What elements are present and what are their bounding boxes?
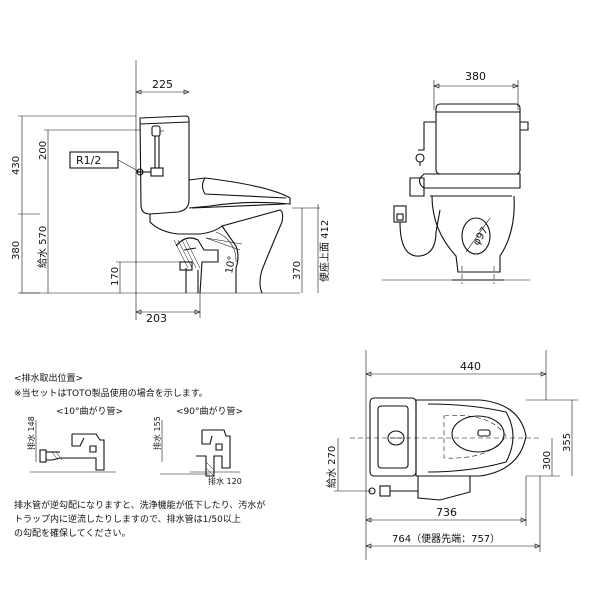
dim-front-width: 380 <box>465 70 486 83</box>
drain-section-subtitle: ※当セットはTOTO製品使用の場合を示します。 <box>14 387 208 399</box>
dim-supply-570: 給水 570 <box>36 226 49 268</box>
dim-plan-764: 764（便器先端：757） <box>392 532 500 545</box>
dim-203: 203 <box>146 312 167 325</box>
dim-170: 170 <box>110 267 121 286</box>
drain-note-line-1: 排水管が逆勾配になりますと、洗浄機能が低下したり、汚水が <box>14 499 265 511</box>
dim-430: 430 <box>11 156 22 175</box>
drain-note-line-3: の勾配を確保してください。 <box>14 527 130 539</box>
drain-155-label: 排水 155 <box>152 416 162 450</box>
drain-hatch <box>173 239 201 269</box>
dim-300: 300 <box>542 451 553 470</box>
plan-view: 440 給水 270 300 355 736 <box>325 350 578 560</box>
bend-10-label: <10°曲がり管> <box>56 405 123 417</box>
drain-note-line-2: トラップ内に逆流したりしますので、排水管は1/50以上 <box>14 513 241 525</box>
dim-bowl-diameter: φ97 <box>471 225 491 247</box>
front-view: 380 φ97 <box>382 70 530 284</box>
drain-section-title: <排水取出位置> <box>14 372 83 384</box>
dim-angle: 10° <box>224 255 238 274</box>
drain-148-label: 排水 148 <box>26 416 36 450</box>
bend-10-detail: 排水 148 <box>26 416 116 473</box>
dim-plan-736: 736 <box>436 506 457 519</box>
dim-seat-412: 便座上面 412 <box>318 220 331 282</box>
dim-355: 355 <box>562 433 573 452</box>
dim-200: 200 <box>38 141 49 160</box>
dim-380: 380 <box>11 241 22 260</box>
dim-tank-depth: 225 <box>152 78 173 91</box>
drain-section: <排水取出位置> ※当セットはTOTO製品使用の場合を示します。 <10°曲がり… <box>14 372 265 539</box>
dim-supply-270: 給水 270 <box>325 446 338 488</box>
pipe-size-label: R1/2 <box>76 154 101 167</box>
side-view: 225 430 380 200 給水 570 R1/2 170 370 便座上面… <box>11 60 331 325</box>
bend-90-detail: 排水 155 排水 120 <box>152 416 242 486</box>
drain-120-label: 排水 120 <box>208 476 242 486</box>
bend-90-label: <90°曲がり管> <box>176 405 243 417</box>
dim-370: 370 <box>292 261 303 280</box>
dim-plan-440: 440 <box>460 360 481 373</box>
